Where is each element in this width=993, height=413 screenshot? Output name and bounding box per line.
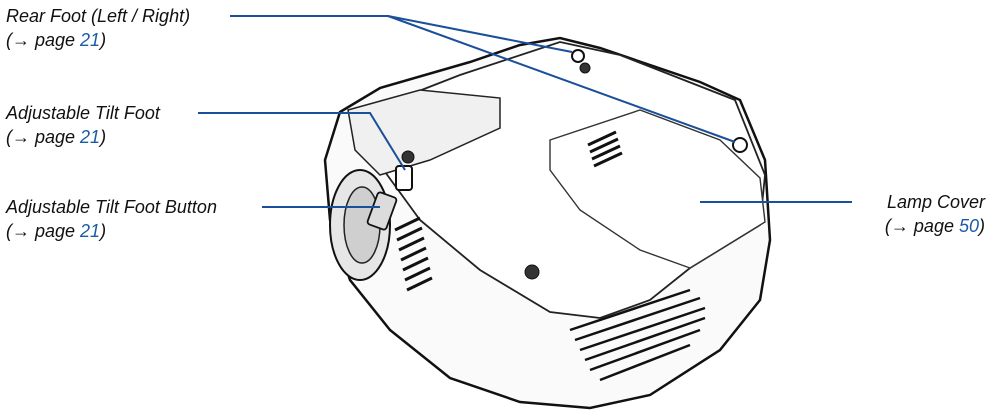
lamp-cover (549, 109, 766, 269)
label-lamp-cover: Lamp Cover (→ page 50) (885, 190, 985, 238)
label-rear-foot-ref: (→ page 21) (6, 30, 107, 50)
leader-rear-foot-right (387, 15, 736, 143)
page-link[interactable]: 50 (958, 216, 979, 236)
label-rear-foot-name: Rear Foot (Left / Right) (6, 6, 191, 26)
leader-tilt-foot (198, 112, 406, 171)
side-vents (569, 288, 706, 382)
label-tilt-foot-name: Adjustable Tilt Foot (6, 103, 160, 123)
lamp-cover-vents (587, 130, 623, 168)
screw-hole-top (579, 62, 591, 74)
page-link[interactable]: 21 (80, 127, 101, 147)
page-link[interactable]: 21 (80, 30, 101, 50)
page-link[interactable]: 21 (80, 221, 101, 241)
label-lamp-cover-ref: (→ page 50) (884, 216, 985, 236)
screw-hole-bottom (524, 264, 540, 280)
rear-foot-left (571, 49, 585, 63)
label-tilt-foot-button: Adjustable Tilt Foot Button (→ page 21) (6, 195, 217, 243)
label-tilt-foot-button-ref: (→ page 21) (6, 221, 107, 241)
label-tilt-foot: Adjustable Tilt Foot (→ page 21) (6, 101, 160, 149)
front-vents (394, 216, 433, 292)
rear-foot-right (732, 137, 748, 153)
label-tilt-foot-button-name: Adjustable Tilt Foot Button (6, 197, 217, 217)
label-tilt-foot-ref: (→ page 21) (6, 127, 107, 147)
shaded-panel (347, 89, 501, 176)
label-rear-foot: Rear Foot (Left / Right) (→ page 21) (6, 4, 190, 52)
adjustable-tilt-foot (395, 165, 413, 191)
label-lamp-cover-name: Lamp Cover (886, 192, 985, 212)
foot-screw (401, 150, 415, 164)
